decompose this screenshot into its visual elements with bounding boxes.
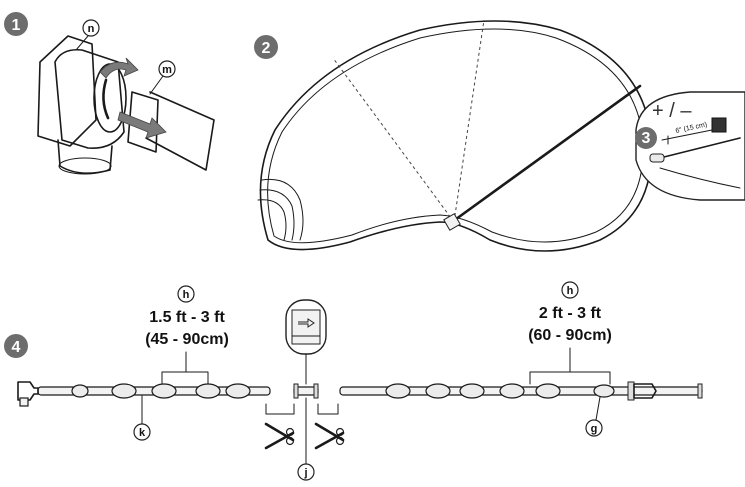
step-1-panel: 1 n m: [4, 12, 215, 175]
hose-segment-left: [17, 381, 271, 407]
swivel-end-fitting: [17, 381, 39, 401]
svg-text:h: h: [567, 285, 574, 297]
union-nut: [127, 91, 159, 153]
push-arrow-icon: [117, 111, 167, 139]
step-1-badge: [4, 12, 28, 36]
hose-segment-right: [339, 381, 703, 401]
right-range-ft: 2 ft - 3 ft: [539, 305, 602, 322]
dashed-guide-center: [453, 19, 485, 223]
step-3-panel: 3 + / – 6" (15 cm): [635, 91, 745, 201]
step-4-panel: 4 h 1.5 ft - 3 ft (45 - 90cm) h 2 ft - 3…: [4, 281, 703, 481]
quick-connect-fitting: [633, 383, 657, 399]
svg-text:j: j: [303, 467, 307, 479]
callout-h-right: [561, 281, 579, 299]
fitting-body: [54, 48, 125, 149]
left-range-cm: (45 - 90cm): [145, 331, 229, 348]
step-3-badge: [635, 127, 657, 149]
svg-text:h: h: [183, 289, 190, 301]
rotate-arrow-icon: [99, 57, 139, 79]
skimmer-connector: [711, 117, 727, 133]
wall-plate: [37, 35, 97, 147]
scissors-icon-right: [314, 422, 345, 450]
callout-m: [158, 60, 176, 78]
center-connector: [293, 383, 319, 399]
step-4-number: 4: [12, 339, 21, 356]
step-2-badge: [254, 35, 278, 59]
step-3-number: 3: [642, 130, 651, 147]
svg-text:k: k: [139, 427, 146, 439]
right-range-cm: (60 - 90cm): [528, 327, 612, 344]
elbow-fitting: [57, 139, 113, 174]
scissors-icon: [264, 422, 295, 450]
callout-n: [82, 19, 100, 37]
hose-end-connector: [443, 213, 461, 231]
plus-minus-label: + / –: [652, 100, 692, 122]
step-1-number: 1: [12, 17, 21, 34]
svg-text:n: n: [88, 23, 95, 35]
callout-g: [585, 419, 603, 437]
callout-h-left: [177, 285, 195, 303]
direction-arrow-icon: [298, 318, 315, 328]
step-2-number: 2: [262, 40, 271, 57]
step-2-panel: 2: [254, 19, 653, 252]
pipe: [145, 91, 215, 171]
connector-zoom: [285, 299, 327, 385]
left-range-ft: 1.5 ft - 3 ft: [149, 309, 225, 326]
svg-text:m: m: [162, 64, 172, 76]
dashed-guide-left: [332, 57, 455, 223]
callout-j: [297, 463, 315, 481]
hose-line: [450, 84, 642, 224]
step-4-badge: [4, 334, 28, 358]
svg-text:g: g: [591, 423, 598, 435]
